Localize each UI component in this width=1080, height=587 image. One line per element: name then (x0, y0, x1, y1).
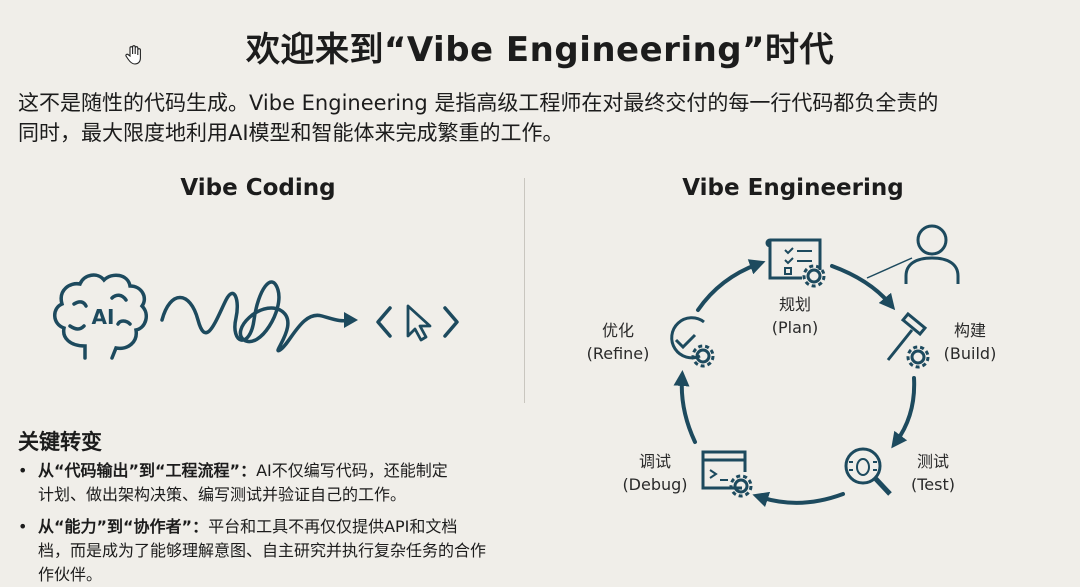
step-debug-en: (Debug) (622, 475, 687, 494)
bullet-2-bold: 从“能力”到“协作者”： (38, 517, 209, 536)
step-build-en: (Build) (944, 344, 997, 363)
person-icon (904, 224, 960, 284)
section-divider (524, 178, 525, 403)
brain-ai-label: AI (92, 305, 115, 329)
code-cursor-icon (376, 304, 459, 342)
description-line-1: 这不是随性的代码生成。Vibe Engineering 是指高级工程师在对最终交… (18, 91, 939, 115)
vibe-coding-illustration: AI (53, 273, 459, 360)
step-test-zh: 测试 (917, 452, 949, 471)
key-changes-heading: 关键转变 (18, 430, 102, 454)
test-bug-search-icon (844, 447, 892, 496)
plan-blueprint-icon (765, 238, 826, 288)
step-debug-zh: 调试 (639, 452, 671, 471)
bullet-1-bold: 从“代码输出”到“工程流程”： (38, 461, 257, 480)
arrow-debug-to-refine (673, 370, 697, 444)
step-refine-zh: 优化 (602, 321, 634, 340)
step-refine-en: (Refine) (587, 344, 650, 363)
bullet-1-line2: 计划、做出架构决策、编写测试并验证自己的工作。 (38, 485, 407, 504)
arrow-test-to-debug (752, 491, 845, 508)
arrow-refine-to-plan (696, 259, 766, 312)
description-line-2: 同时，最大限度地利用AI模型和智能体来完成繁重的工作。 (18, 121, 564, 145)
page-title: 欢迎来到“Vibe Engineering”时代 (245, 30, 834, 70)
debug-terminal-icon (701, 450, 753, 498)
vibe-coding-heading: Vibe Coding (180, 175, 336, 201)
brain-icon (53, 273, 148, 360)
arrow-build-to-test (891, 376, 917, 449)
arrow-head (344, 312, 358, 328)
build-hammer-icon (886, 311, 930, 369)
bullet-2-text: 平台和工具不再仅仅提供API和文档 (208, 517, 458, 536)
vibe-engineering-heading: Vibe Engineering (682, 175, 904, 201)
squiggle-line (160, 280, 354, 353)
bullet-2: • 从“能力”到“协作者”：平台和工具不再仅仅提供API和文档档，而是成为了能够… (18, 517, 487, 584)
step-build-zh: 构建 (954, 321, 986, 340)
bullet-1-text: AI不仅编写代码，还能制定 (256, 461, 448, 480)
hand-cursor-icon (125, 45, 141, 65)
step-plan-en: (Plan) (772, 318, 819, 337)
refine-check-icon (670, 316, 715, 368)
bullet-2-line2: 档，而是成为了能够理解意图、自主研究并执行复杂任务的合作 (38, 541, 487, 560)
person-connector (866, 257, 913, 279)
bullet-2-line3: 作伙伴。 (38, 565, 103, 584)
step-test-en: (Test) (911, 475, 955, 494)
engineering-cycle-diagram: 规划 (Plan) 构建 (Build) 测试 (Test) 调试 (Debug… (587, 224, 997, 508)
step-plan-zh: 规划 (779, 295, 811, 314)
arrow-plan-to-build (830, 264, 896, 311)
bullet-1: • 从“代码输出”到“工程流程”：AI不仅编写代码，还能制定计划、做出架构决策、… (18, 461, 448, 504)
